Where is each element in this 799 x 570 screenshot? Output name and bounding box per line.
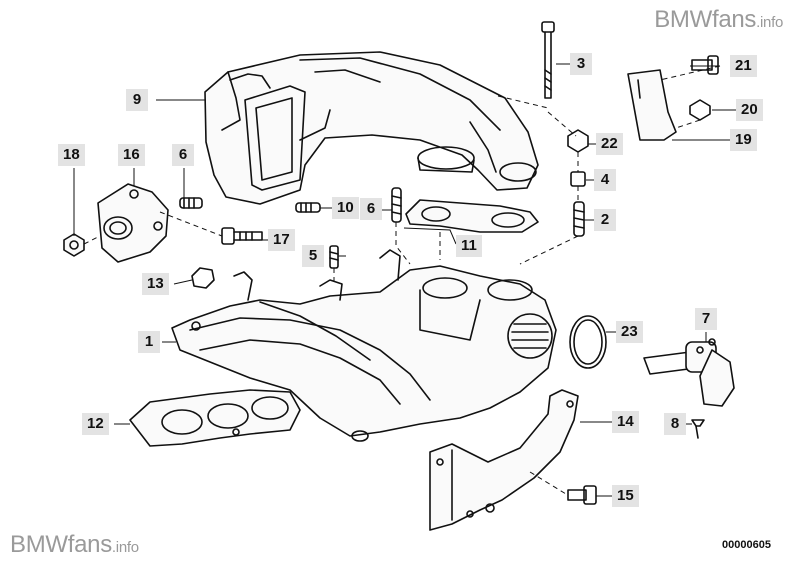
lower-intake-manifold (171, 249, 557, 442)
bracket-16 (97, 183, 169, 263)
callout-19: 19 (730, 129, 757, 151)
gasket-12 (129, 389, 301, 447)
watermark-top: BMWfans.info (654, 6, 783, 34)
leader-lines (73, 63, 736, 497)
callout-8: 8 (664, 413, 686, 435)
bolt-3 (541, 21, 555, 99)
nut-22 (567, 129, 589, 153)
stud-2 (573, 201, 585, 237)
sleeve-4 (570, 171, 586, 187)
bolt-15 (567, 485, 597, 505)
watermark-suffix: .info (756, 14, 783, 31)
callout-2: 2 (594, 209, 616, 231)
callout-9: 9 (126, 89, 148, 111)
callout-5: 5 (302, 245, 324, 267)
callout-11: 11 (456, 235, 482, 257)
callout-3: 3 (570, 53, 592, 75)
callout-12: 12 (82, 413, 109, 435)
callout-23: 23 (616, 321, 643, 343)
callout-7: 7 (695, 308, 717, 330)
callout-17: 17 (268, 229, 295, 251)
watermark-suffix: .info (111, 539, 139, 556)
upper-intake-plenum (204, 51, 539, 205)
nut-13 (191, 267, 215, 289)
screw-8 (691, 419, 705, 439)
bolt-21 (691, 55, 719, 75)
callout-13: 13 (142, 273, 169, 295)
drawing-code: 00000605 (722, 539, 771, 551)
bolt-17 (221, 227, 263, 245)
stud-6-upper (179, 197, 203, 209)
callout-6-upper: 6 (172, 144, 194, 166)
stud-5 (329, 245, 339, 269)
o-ring-23 (569, 315, 607, 369)
callout-14: 14 (612, 411, 639, 433)
support-bracket-14 (429, 389, 579, 531)
idle-control-valve-7 (643, 338, 735, 407)
stud-10 (295, 202, 321, 213)
callout-18: 18 (58, 144, 85, 166)
watermark-brand: BMWfans (654, 6, 757, 33)
callout-20: 20 (736, 99, 763, 121)
watermark-brand: BMWfans (10, 531, 112, 558)
callout-1: 1 (138, 331, 160, 353)
bracket-19 (627, 69, 677, 141)
nut-20 (689, 99, 711, 121)
callout-10: 10 (332, 197, 359, 219)
watermark-bottom: BMWfans.info (10, 531, 139, 559)
nut-18 (63, 233, 85, 257)
assembly-lines (83, 65, 721, 495)
gasket-11 (405, 199, 539, 233)
callout-22: 22 (596, 133, 623, 155)
callout-15: 15 (612, 485, 639, 507)
callout-4: 4 (594, 169, 616, 191)
stud-6-lower (391, 187, 402, 223)
callout-6-lower: 6 (360, 198, 382, 220)
callout-16: 16 (118, 144, 145, 166)
callout-21: 21 (730, 55, 757, 77)
